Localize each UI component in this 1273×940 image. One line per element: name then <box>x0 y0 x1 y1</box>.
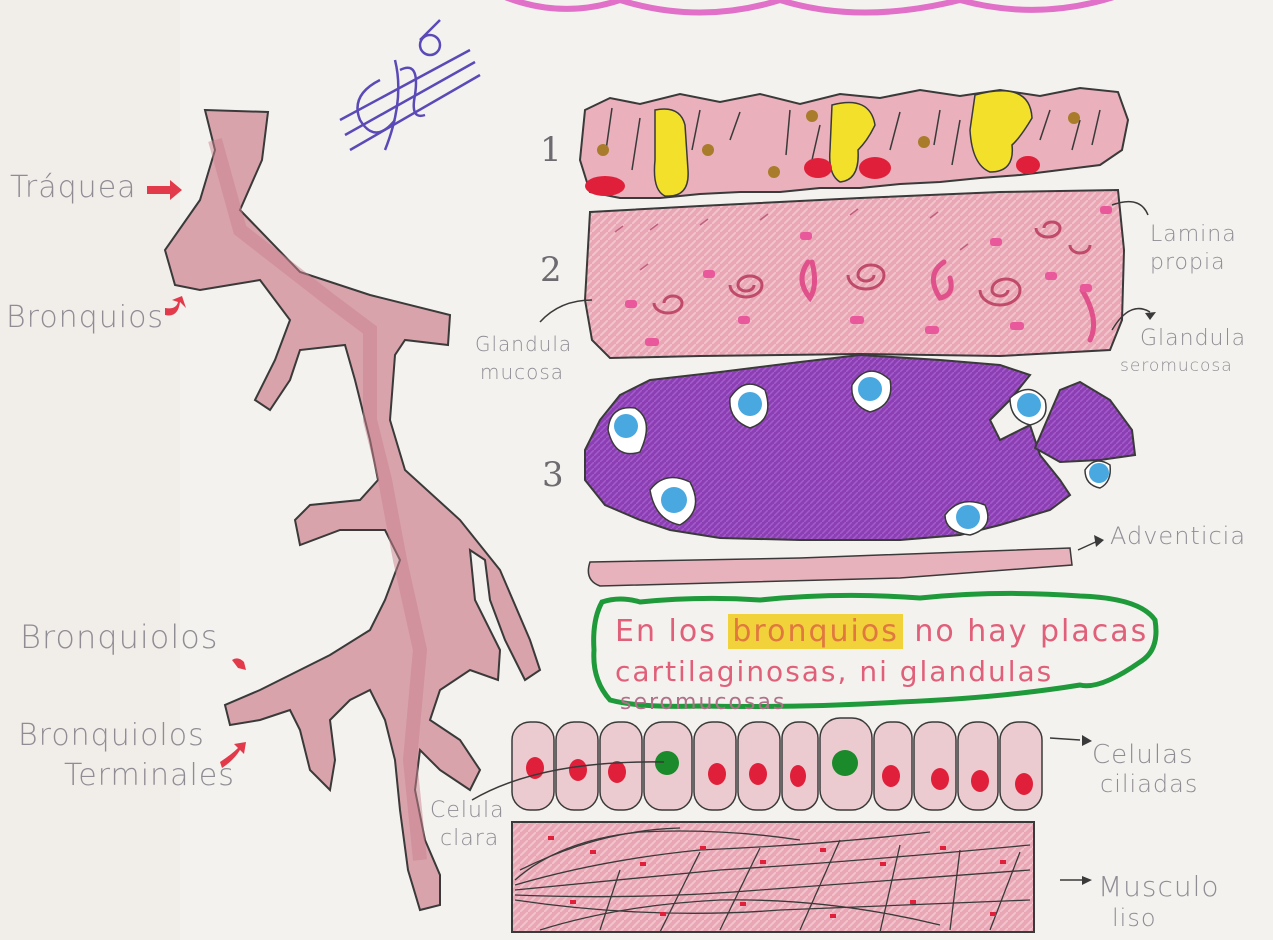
smooth-muscle-layer <box>512 822 1034 932</box>
note-line-1-a: En los <box>615 614 717 649</box>
label-lamina-propia-2: propia <box>1150 250 1226 275</box>
layer-3-cartilage <box>585 355 1070 540</box>
label-musculo-liso-2: liso <box>1112 904 1157 932</box>
ciliated-epithelium <box>512 718 1042 810</box>
label-celulas-ciliadas-1: Celulas <box>1092 740 1194 770</box>
label-glandula-mucosa-2: mucosa <box>480 360 564 384</box>
note-line-1: En los bronquios no hay placas <box>615 612 1148 652</box>
label-bronquios: Bronquios <box>6 300 164 335</box>
label-lamina-propia-1: Lamina <box>1150 222 1237 247</box>
label-glandula-seromucosa-1: Glandula <box>1140 326 1246 351</box>
label-glandula-mucosa-1: Glandula <box>475 332 572 356</box>
label-traquea: Tráquea <box>10 170 137 205</box>
note-line-1-b: no hay placas <box>914 614 1148 649</box>
note-text: En los bronquios no hay placas cartilagi… <box>615 612 1148 714</box>
layer-2-lamina-propia <box>585 190 1124 358</box>
label-adventicia: Adventicia <box>1110 522 1246 550</box>
label-bronquiolos-terminales-2: Terminales <box>64 758 235 793</box>
layer-number-3: 3 <box>542 455 564 495</box>
label-musculo-liso-1: Musculo <box>1098 870 1220 903</box>
label-bronquiolos: Bronquiolos <box>20 618 218 656</box>
label-celula-clara-2: clara <box>440 826 499 851</box>
note-line-2: cartilaginosas, ni glandulas <box>615 652 1148 692</box>
label-bronquiolos-terminales-1: Bronquiolos <box>18 718 205 753</box>
label-glandula-seromucosa-2: seromucosa <box>1120 356 1233 376</box>
label-celula-clara-1: Celula <box>430 798 505 823</box>
note-line-3: seromucosas <box>620 692 1148 714</box>
label-celulas-ciliadas-2: ciliadas <box>1100 770 1198 798</box>
layer-number-2: 2 <box>540 250 562 290</box>
layer-number-1: 1 <box>540 130 562 170</box>
note-highlight: bronquios <box>728 614 902 649</box>
